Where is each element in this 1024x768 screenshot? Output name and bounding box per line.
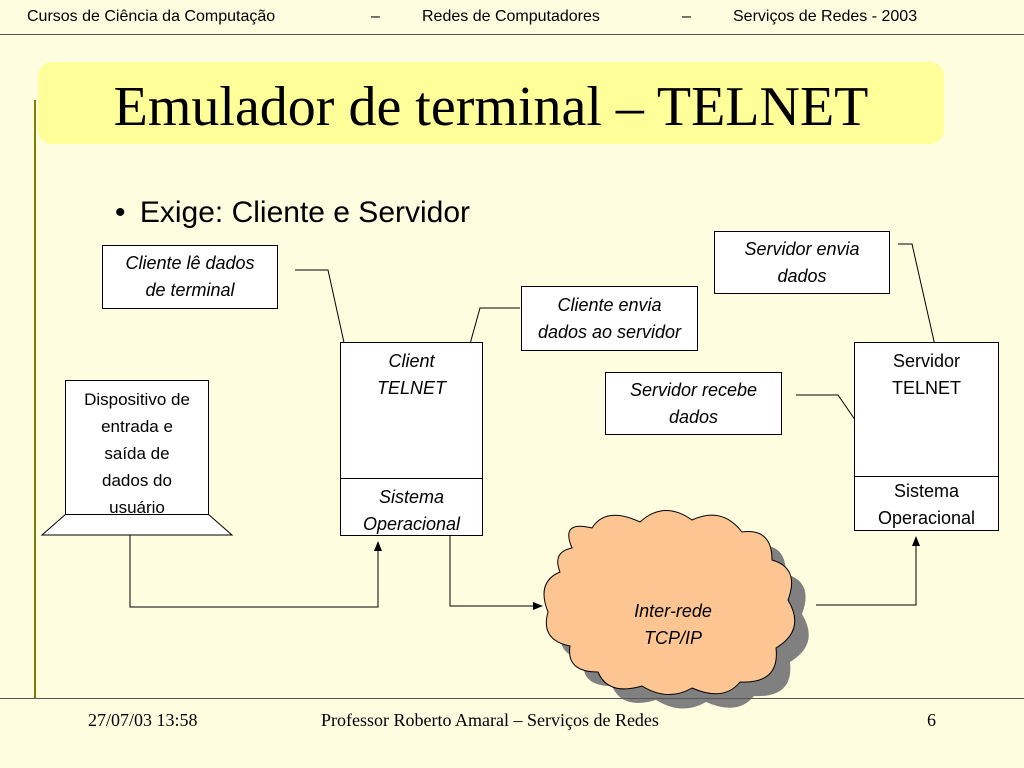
device-line: Dispositivo de [84, 390, 190, 409]
client-telnet-line: Client [388, 351, 435, 371]
header-separator: – [371, 8, 380, 25]
server-os-line: Sistema [893, 481, 960, 501]
server-telnet-line: TELNET [891, 378, 961, 398]
bullet-marker: • [115, 196, 126, 229]
device-line: dados do [102, 471, 172, 490]
slide-title: Emulador de terminal – TELNET [113, 76, 869, 138]
callout-line: dados [668, 406, 719, 427]
network-cloud-shape [543, 510, 809, 709]
callout-line: dados ao servidor [537, 321, 682, 342]
footer-author: Professor Roberto Amaral – Serviços de R… [321, 710, 659, 730]
callout-line: dados [777, 265, 827, 286]
callout-line: Cliente lê dados [125, 253, 255, 273]
bullet-item: • Exige: Cliente e Servidor [115, 196, 470, 230]
bullet-text: Exige: Cliente e Servidor [139, 196, 471, 229]
device-line: saída de [104, 444, 170, 463]
footer-date: 27/07/03 13:58 [88, 710, 198, 730]
callout-server-receives: Servidor recebe dados [605, 372, 782, 435]
header-separator: – [682, 8, 691, 25]
user-device-box [65, 380, 209, 515]
callout-line: Servidor envia [744, 238, 860, 259]
user-device-label: Dispositivo de entrada e saída de dados … [65, 386, 209, 521]
client-telnet-label: Client TELNET [340, 348, 483, 402]
page-number: 6 [927, 710, 936, 730]
client-os-line: Sistema [378, 487, 445, 507]
left-rule [34, 100, 36, 698]
client-telnet-line: TELNET [376, 378, 446, 398]
device-line: entrada e [101, 417, 173, 436]
server-telnet-line: Servidor [892, 351, 961, 371]
server-os-box [854, 476, 999, 531]
title-band [38, 62, 944, 144]
callout-line: Servidor recebe [629, 379, 758, 400]
callout-line: de terminal [145, 280, 235, 300]
header-subject: Redes de Computadores [422, 8, 600, 25]
header-course: Cursos de Ciência da Computação [27, 8, 276, 25]
network-line: TCP/IP [643, 628, 702, 648]
footer-rule [0, 698, 1024, 699]
client-os-label: Sistema Operacional [340, 484, 483, 538]
client-telnet-box [340, 342, 483, 479]
callout-server-sends: Servidor envia dados [714, 231, 890, 294]
callout-client-reads: Cliente lê dados de terminal [102, 245, 278, 309]
callout-client-sends: Cliente envia dados ao servidor [521, 286, 698, 351]
client-os-box [340, 478, 483, 536]
device-line: usuário [109, 498, 165, 517]
header-topic: Serviços de Redes - 2003 [733, 8, 918, 25]
server-os-label: Sistema Operacional [854, 478, 999, 532]
network-label: Inter-rede TCP/IP [600, 598, 746, 652]
header-rule [0, 34, 1024, 35]
client-os-line: Operacional [362, 514, 461, 534]
callout-line: Cliente envia [557, 294, 662, 315]
server-telnet-label: Servidor TELNET [854, 348, 999, 402]
network-line: Inter-rede [634, 601, 712, 621]
server-os-line: Operacional [877, 508, 976, 528]
